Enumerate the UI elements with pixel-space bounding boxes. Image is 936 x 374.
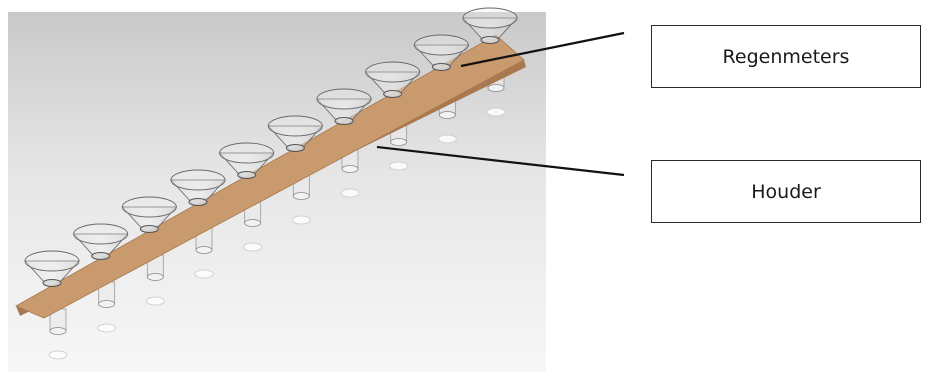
gauge-tube-bottom bbox=[146, 273, 164, 281]
gauge-tube-bottom bbox=[195, 246, 213, 254]
funnel-rim bbox=[462, 7, 518, 29]
funnel-rim bbox=[170, 169, 226, 191]
funnel-neck bbox=[431, 63, 451, 71]
tube-reflection bbox=[389, 161, 409, 171]
gauge-tube-bottom bbox=[341, 165, 359, 173]
funnel-rim bbox=[413, 34, 469, 56]
gauge-tube-bottom bbox=[390, 138, 408, 146]
funnel-rim bbox=[121, 196, 177, 218]
funnel-neck bbox=[334, 117, 354, 125]
rain-gauges bbox=[23, 7, 519, 287]
funnel-rim bbox=[316, 88, 372, 110]
label-houder: Houder bbox=[751, 180, 821, 203]
funnel-neck bbox=[188, 198, 208, 206]
funnel-neck bbox=[42, 279, 62, 287]
label-box-regenmeters: Regenmeters bbox=[651, 25, 921, 88]
gauge-tube-bottom bbox=[98, 300, 116, 308]
holder-plank bbox=[15, 34, 526, 319]
funnel-neck bbox=[91, 252, 111, 260]
funnel-rim bbox=[267, 115, 323, 137]
funnel-neck bbox=[237, 171, 257, 179]
funnel-rim bbox=[365, 61, 421, 83]
tube-reflection bbox=[194, 269, 214, 279]
tube-reflection bbox=[48, 350, 68, 360]
tube-reflection bbox=[97, 323, 117, 333]
funnel-neck bbox=[285, 144, 305, 152]
tube-reflection bbox=[243, 242, 263, 252]
gauge-tube-bottom bbox=[49, 327, 67, 335]
funnel-rim bbox=[24, 250, 80, 272]
gauge-tube-bottom bbox=[244, 219, 262, 227]
holder-plank-top bbox=[15, 34, 525, 319]
leader-line-houder bbox=[376, 145, 625, 177]
gauge-tube-bottom bbox=[487, 84, 505, 92]
gauge-tube-bottom bbox=[292, 192, 310, 200]
funnel-neck bbox=[383, 90, 403, 98]
funnel-rim bbox=[73, 223, 129, 245]
tube-reflection bbox=[145, 296, 165, 306]
tube-reflection bbox=[486, 107, 506, 117]
tube-reflection bbox=[291, 215, 311, 225]
leader-line-regenmeters bbox=[460, 31, 625, 68]
funnel-neck bbox=[139, 225, 159, 233]
tube-reflections bbox=[48, 107, 506, 360]
funnel-rim bbox=[219, 142, 275, 164]
tube-reflection bbox=[340, 188, 360, 198]
tube-reflection bbox=[437, 134, 457, 144]
funnel-neck bbox=[480, 36, 500, 44]
label-regenmeters: Regenmeters bbox=[722, 45, 850, 68]
gauge-tube-bottom bbox=[438, 111, 456, 119]
label-box-houder: Houder bbox=[651, 160, 921, 223]
